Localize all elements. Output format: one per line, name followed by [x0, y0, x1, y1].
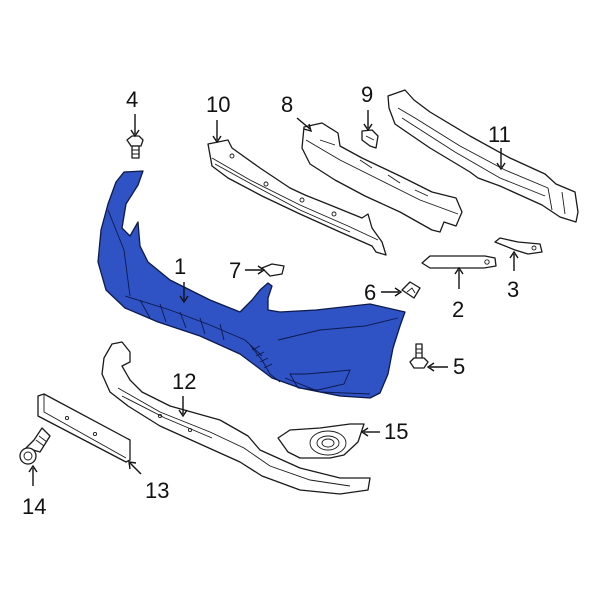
callout-2[interactable]: 2 [452, 297, 465, 322]
callout-1[interactable]: 1 [174, 254, 187, 279]
callout-9[interactable]: 9 [361, 82, 374, 107]
callout-11[interactable]: 11 [488, 122, 511, 147]
part-1-bumper-cover[interactable] [97, 170, 406, 399]
callout-3[interactable]: 3 [507, 277, 520, 302]
part-10-lower-absorber[interactable] [207, 139, 387, 256]
callout-arrows [28, 110, 519, 486]
callout-4[interactable]: 4 [126, 87, 139, 112]
callout-5[interactable]: 5 [453, 354, 466, 379]
part-7-clip[interactable] [261, 263, 285, 277]
part-8-energy-absorber[interactable] [301, 122, 463, 233]
part-2-bracket[interactable] [421, 255, 497, 269]
part-11-reinforcement-beam[interactable] [387, 89, 579, 223]
part-15-fog-lamp-bezel[interactable] [277, 423, 365, 459]
callout-8[interactable]: 8 [281, 92, 294, 117]
callout-12[interactable]: 12 [172, 369, 197, 394]
part-3-bracket[interactable] [494, 237, 543, 255]
callout-6[interactable]: 6 [364, 280, 377, 305]
callout-10[interactable]: 10 [206, 92, 231, 117]
callout-13[interactable]: 13 [145, 478, 170, 503]
part-5-bolt[interactable] [409, 343, 429, 369]
part-12-lower-valance[interactable] [101, 341, 371, 495]
callout-14[interactable]: 14 [22, 494, 47, 519]
part-14-screw[interactable] [19, 427, 51, 465]
callout-15[interactable]: 15 [384, 419, 409, 444]
callout-7[interactable]: 7 [229, 258, 242, 283]
part-6-clip[interactable] [401, 281, 421, 299]
part-4-bolt[interactable] [126, 135, 144, 159]
part-9-clip[interactable] [361, 129, 379, 149]
part-13-plate-bracket[interactable] [37, 393, 131, 463]
